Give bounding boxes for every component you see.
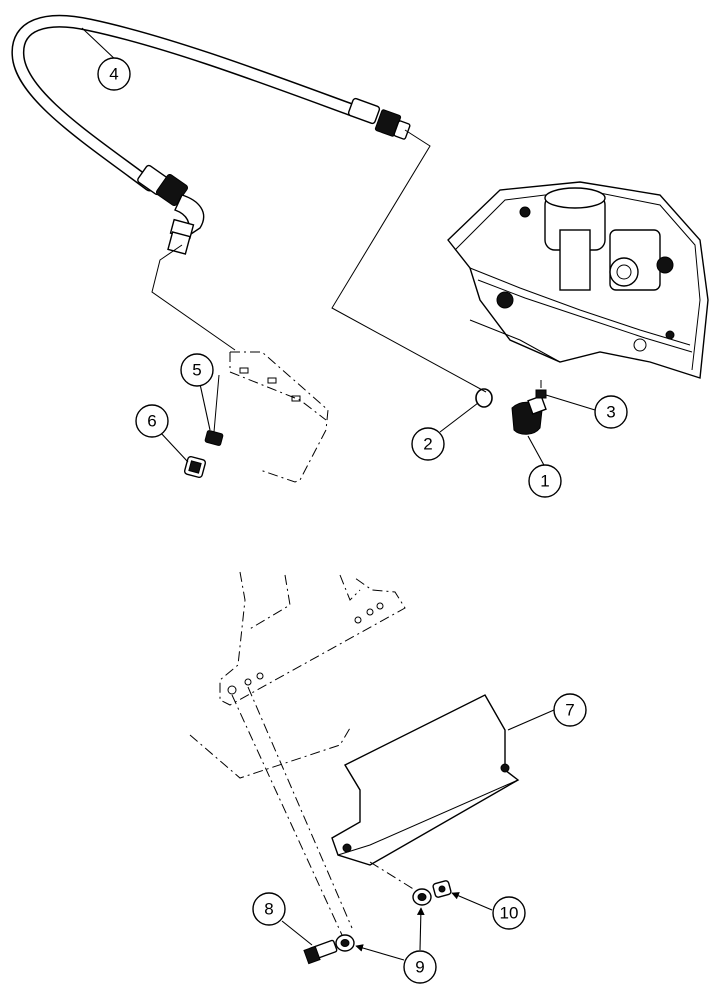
callout-6: 6 [135,404,169,438]
part-3-plug [535,380,547,399]
leader-3 [545,394,596,411]
upper-bracket-phantom [229,351,329,483]
callout-8: 8 [252,892,286,926]
callout-2: 2 [411,427,445,461]
svg-text:10: 10 [500,904,519,923]
leader-8 [281,920,313,946]
svg-text:5: 5 [192,361,201,380]
leader-2 [439,402,479,433]
engine-housing [447,181,709,379]
leader-6 [159,431,189,463]
routing-line-5 [213,374,220,433]
hose-assembly [11,14,411,255]
svg-text:4: 4 [109,65,118,84]
leader-1 [527,435,546,468]
callout-10: 10 [492,896,526,930]
callout-4: 4 [97,57,131,91]
leader-9a [355,944,405,961]
part-2-o-ring [475,388,493,408]
callout-1: 1 [528,464,562,498]
svg-text:8: 8 [264,900,273,919]
part-9-washer-lower [335,934,355,952]
lower-bracket-phantom [189,571,406,779]
part-8-bolt [303,939,338,965]
routing-line-bolt-b [247,686,353,929]
leader-5 [199,383,211,431]
routing-line-bolt-a [231,694,343,936]
svg-text:7: 7 [565,701,574,720]
part-9-washer-upper [412,888,432,906]
part-5-nut [204,430,224,446]
svg-text:6: 6 [147,412,156,431]
leader-10 [451,892,493,911]
leader-9b [416,907,425,951]
part-7-bracket [331,694,520,866]
routing-line-washer [369,861,416,891]
svg-text:2: 2 [423,435,432,454]
callout-9: 9 [403,950,437,984]
routing-line-left [151,244,236,351]
part-1-elbow [511,395,547,435]
leader-4 [81,27,119,63]
callout-3: 3 [594,395,628,429]
routing-line-right [331,129,487,393]
callout-5: 5 [180,353,214,387]
svg-text:1: 1 [540,472,549,491]
leader-7 [507,709,555,731]
part-10-nut [432,880,452,898]
part-6-fitting [183,455,207,479]
hose-elbow-fitting [137,164,205,255]
hose-right-fitting [347,97,411,140]
svg-text:9: 9 [415,958,424,977]
svg-text:3: 3 [606,403,615,422]
callout-7: 7 [553,693,587,727]
